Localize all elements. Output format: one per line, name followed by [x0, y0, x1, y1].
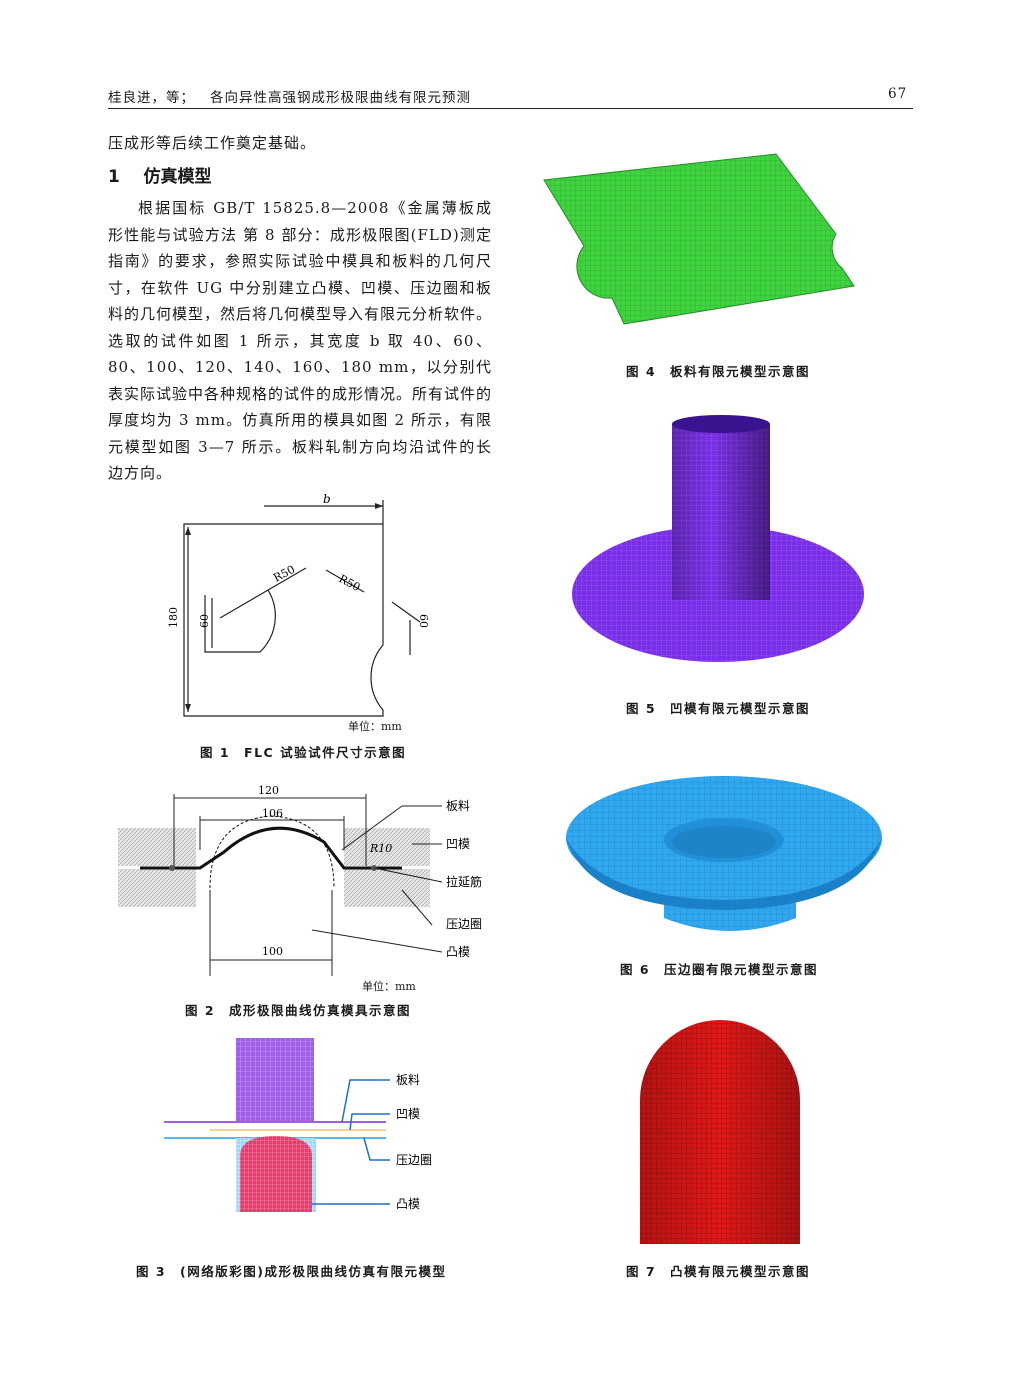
fig2-label-holder: 压边圈 — [446, 917, 482, 931]
fig5-caption: 图 5 凹模有限元模型示意图 — [626, 701, 811, 716]
fig2-dim-100: 100 — [262, 945, 283, 958]
running-header-authors: 桂良进，等； — [108, 90, 195, 106]
fig2-tooling-schematic: 120 106 100 R10 板料 凹模 拉延筋 压边圈 凸模 — [118, 784, 482, 976]
fig3-label-die: 凹模 — [396, 1107, 420, 1121]
section-heading: 1 仿真模型 — [108, 162, 212, 187]
fig3-label-sheet: 板料 — [396, 1073, 420, 1087]
fig5-die-mesh — [572, 415, 864, 662]
fig2-r10: R10 — [369, 842, 392, 855]
section-number: 1 — [108, 167, 120, 187]
fig3-label-punch: 凸模 — [396, 1197, 420, 1211]
fig7-punch-mesh — [640, 1020, 800, 1244]
running-header-title: 各向异性高强钢成形极限曲线有限元预测 — [210, 90, 471, 106]
fig4-caption: 图 4 板料有限元模型示意图 — [626, 364, 811, 379]
fig1-dim-60-left: 60 — [198, 614, 211, 628]
fig6-caption: 图 6 压边圈有限元模型示意图 — [620, 962, 819, 977]
fig3-caption: 图 3 (网络版彩图)成形极限曲线仿真有限元模型 — [136, 1264, 447, 1279]
fig2-label-bead: 拉延筋 — [446, 874, 482, 889]
header-rule — [108, 108, 913, 109]
fig3-label-holder: 压边圈 — [396, 1153, 432, 1167]
fig1-dim-b: b — [323, 492, 331, 506]
fig2-dim-120: 120 — [258, 784, 279, 797]
body-paragraph: 根据国标 GB/T 15825.8—2008《金属薄板成形性能与试验方法 第 8… — [108, 199, 493, 482]
fig2-unit: 单位：mm — [362, 980, 416, 993]
fig2-caption: 图 2 成形极限曲线仿真模具示意图 — [185, 1003, 412, 1018]
fig3-fe-model: 板料 凹模 压边圈 凸模 — [164, 1038, 432, 1212]
fig4-sheet-mesh — [543, 153, 855, 325]
fig1-r50-right: R50 — [337, 572, 363, 594]
page-number: 67 — [888, 86, 908, 102]
fig2-label-die: 凹模 — [446, 837, 470, 851]
fig6-blankholder-mesh — [566, 776, 882, 931]
fig1-dim-180: 180 — [167, 607, 180, 628]
section-title: 仿真模型 — [143, 167, 212, 187]
fig1-dim-60-right: 60 — [417, 614, 430, 628]
fig1-caption: 图 1 FLC 试验试件尺寸示意图 — [200, 745, 407, 760]
fig7-caption: 图 7 凸模有限元模型示意图 — [626, 1264, 811, 1279]
fig2-label-punch: 凸模 — [446, 945, 470, 959]
intro-line: 压成形等后续工作奠定基础。 — [108, 134, 317, 152]
fig2-label-sheet: 板料 — [446, 799, 470, 813]
fig1-unit: 单位：mm — [348, 720, 402, 733]
fig2-dim-106: 106 — [262, 807, 283, 820]
fig1-specimen-drawing: b R50 R50 180 60 60 — [167, 492, 430, 717]
